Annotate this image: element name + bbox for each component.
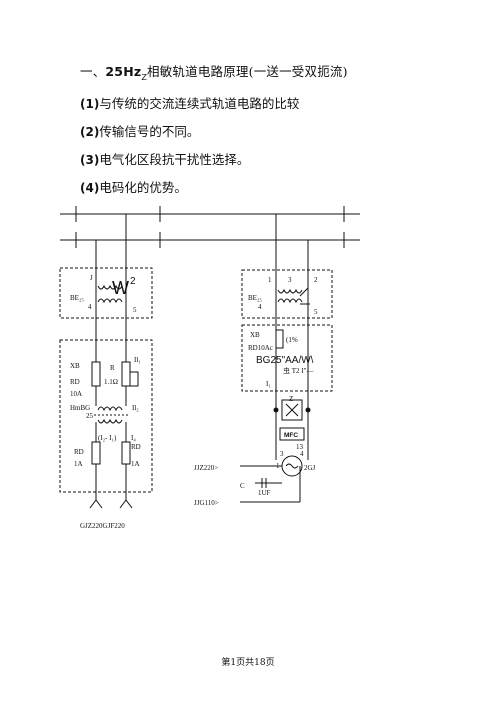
right-num-3: 3 [280, 450, 284, 458]
right-xb: XB [250, 331, 260, 339]
left-xb: XB [70, 362, 80, 370]
heading-frequency: 25Hz [105, 64, 142, 79]
right-capacitor: C [240, 482, 245, 490]
right-terminal-1: 1 [268, 276, 272, 284]
right-z-label: Z [289, 395, 293, 403]
left-current-expr: (I₂- I₁) [98, 434, 117, 442]
right-mfc-label: MFC [284, 432, 298, 439]
left-hbg-value: 25 [86, 412, 94, 420]
right-be-label: BE₂₅ [248, 294, 262, 302]
impedance-bond-box-left [59, 267, 153, 319]
left-hbg: HmBG [70, 404, 90, 412]
right-terminal-4: 4 [258, 303, 262, 311]
left-il: Il₁ [134, 356, 141, 364]
list-item-text: 传输信号的不同。 [99, 124, 200, 139]
right-num-4: 4 [300, 450, 304, 458]
left-rd2: RD [74, 448, 84, 456]
resistor-tap [130, 371, 139, 387]
left-rd: RD [70, 378, 80, 386]
left-r: R [110, 364, 115, 372]
left-r-value: 1.1Ω [104, 378, 118, 386]
right-jjg: JJG110> [194, 499, 219, 507]
right-percent: (1% [286, 336, 298, 344]
left-w-label: W [112, 278, 129, 298]
sending-box [59, 339, 153, 493]
right-rd-value: RD10Ac [248, 344, 273, 352]
right-jjz: JJZ220> [194, 464, 218, 472]
mfc-filter [279, 427, 305, 441]
right-terminal-2: 2 [314, 276, 318, 284]
right-small-2: I₁ [266, 380, 271, 388]
left-terminal-4: 4 [88, 303, 92, 311]
page-footer: 第1页共18页 [221, 658, 275, 668]
right-relay-label: 2GJ [304, 464, 316, 472]
receiving-box [241, 324, 333, 392]
list-item-number: (3) [80, 153, 100, 167]
left-i2: Il₂ [132, 404, 139, 412]
list-item-text: 电码化的优势。 [99, 180, 187, 195]
hbg-coil [97, 406, 123, 412]
heading-subscript: Z [141, 73, 148, 82]
list-item: (4)电码化的优势。 [80, 177, 187, 196]
left-rd2-value: 1A [74, 460, 83, 468]
surge-protector-symbol [285, 403, 299, 417]
left-i4: I₄ [131, 434, 136, 442]
relay-2gj-symbol [285, 463, 299, 469]
right-model-label: BG25"AA/W\ [256, 355, 314, 366]
section-heading: 一、25HzZ相敏轨道电路原理(一送一受双扼流) [80, 61, 348, 82]
hbg-coil [97, 418, 123, 424]
fuse-rd-1a [91, 441, 101, 465]
left-w-superscript: 2 [130, 276, 136, 287]
right-small-1: 虫 T2 I"— [283, 366, 314, 375]
list-item: (1)与传统的交流连续式轨道电路的比较 [80, 93, 299, 112]
list-item-number: (4) [80, 181, 100, 195]
right-capacitor-value: 1UF [258, 489, 271, 497]
terminal-arrow [119, 499, 133, 509]
right-num-13: 13 [296, 443, 304, 451]
list-item-text: 与传统的交流连续式轨道电路的比较 [99, 96, 300, 111]
left-terminal-j: J [90, 274, 93, 282]
surge-protector [281, 399, 303, 421]
right-terminal-5: 5 [314, 308, 318, 316]
transformer-coil [277, 288, 303, 294]
left-bottom-terminals: GJZ220GJF220 [80, 522, 125, 530]
resistor-r [121, 361, 131, 387]
list-item-number: (1) [80, 97, 100, 111]
terminal-arrow [89, 499, 103, 509]
right-terminal-3: 3 [288, 276, 292, 284]
fuse-rd10a [275, 329, 284, 349]
list-item: (3)电气化区段抗干扰性选择。 [80, 149, 249, 168]
heading-prefix: 一、 [80, 64, 106, 79]
impedance-bond-box-right [241, 269, 333, 319]
transformer-coil [97, 284, 123, 290]
heading-title: 相敏轨道电路原理(一送一受双扼流) [147, 64, 348, 79]
list-item: (2)传输信号的不同。 [80, 121, 199, 140]
fuse-rd [91, 361, 101, 387]
left-rd-value: 10A [70, 390, 82, 398]
list-item-number: (2) [80, 125, 100, 139]
left-be-label: BE₂₅ [70, 294, 84, 302]
right-num-1: 1 [276, 462, 280, 470]
transformer-coil [277, 298, 303, 304]
list-item-text: 电气化区段抗干扰性选择。 [99, 152, 250, 167]
left-rd3: RD [131, 443, 141, 451]
transformer-coil [97, 298, 123, 304]
left-terminal-5: 5 [133, 306, 137, 314]
left-rd3-value: 1A [131, 460, 140, 468]
fuse-rd-1a-right [121, 441, 131, 465]
